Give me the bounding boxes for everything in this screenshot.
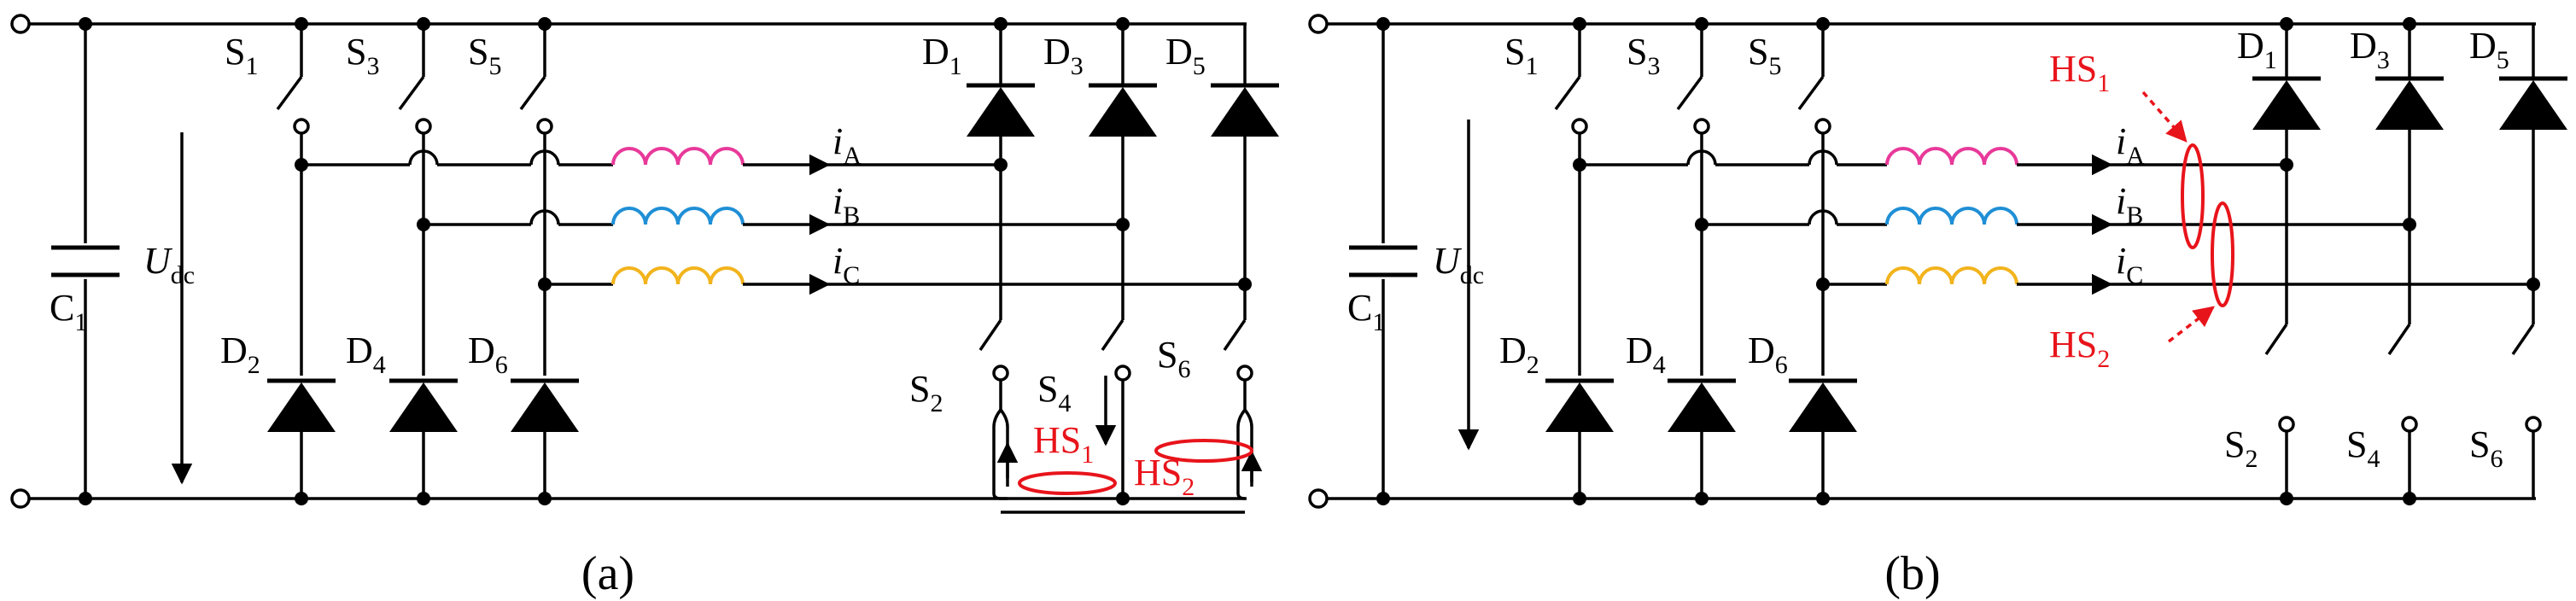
label-ib: iB [2116,180,2143,230]
switch-s6 [2511,324,2542,499]
phase-c-line [545,266,1245,295]
junction-dots [79,17,1252,505]
label-s3: S3 [1627,31,1660,80]
switch-leg-s5 [1797,24,1831,376]
label-d6: D6 [1748,330,1788,379]
diode-d4 [389,378,458,499]
switch-leg-s1 [1554,24,1588,376]
label-ia: iA [832,120,862,170]
label-udc: Udc [1433,240,1484,289]
diode-d3 [1089,24,1157,320]
label-s3: S3 [346,31,379,80]
hs2-pointer [2167,306,2215,343]
junction-dots [1376,17,2540,505]
switch-s4 [1101,319,1131,499]
label-s2: S2 [2224,423,2258,473]
switch-leg-s5 [519,24,553,376]
label-s1: S1 [1504,31,1538,80]
label-d5: D5 [1165,31,1206,80]
switch-leg-s3 [398,24,432,376]
diode-d5 [1211,24,1279,320]
hall-sensor-hs2 [1154,439,1253,463]
label-s1: S1 [225,31,258,80]
phase-b-line [423,207,1123,236]
terminal-top [1308,14,1329,34]
switch-s2 [978,319,1019,500]
diode-d1 [967,24,1035,320]
caption-a: (a) [581,547,634,600]
label-d3: D3 [2350,25,2390,74]
label-d2: D2 [1499,330,1539,379]
winding-b [1885,207,2018,225]
capacitor-c1 [1349,24,1417,499]
diode-d2 [1545,378,1614,499]
label-d2: D2 [220,330,260,379]
label-s5: S5 [1748,31,1781,80]
label-udc: Udc [143,240,195,289]
panel-a: S1 S3 S5 S2 S4 S6 D1 D3 D5 D2 D4 D6 iA i… [10,14,1279,600]
label-ia: iA [2116,120,2145,170]
terminal-top [10,14,31,34]
switch-s6 [1223,319,1263,500]
label-hs1: HS1 [1033,419,1094,469]
diode-d5 [2499,24,2567,324]
diode-d1 [2252,24,2321,324]
label-d3: D3 [1043,31,1084,80]
hall-sensor-hs1 [1018,471,1117,495]
phase-c-line [1823,266,2533,295]
phase-a-line [1580,147,2287,176]
caption-b: (b) [1884,547,1940,600]
hall-sensor-hs1 [2181,143,2205,249]
winding-b [611,207,745,225]
diode-d3 [2375,24,2444,324]
label-hs2: HS2 [1134,452,1195,501]
winding-a [1885,147,2018,166]
hs1-pointer [2141,90,2188,143]
terminal-bottom [1308,488,1329,509]
label-ib: iB [832,180,860,230]
label-s6: S6 [1157,334,1190,383]
switch-leg-s1 [276,24,310,376]
terminal-bottom [10,488,31,509]
switch-s4 [2387,324,2418,499]
winding-a [611,147,745,166]
label-d6: D6 [468,330,508,379]
winding-c [1885,266,2018,285]
winding-c [611,266,745,285]
label-s4: S4 [1037,368,1071,417]
label-s2: S2 [909,368,943,417]
panel-b: S1 S3 S5 S2 S4 S6 D1 D3 D5 D2 D4 D6 iA i… [1308,14,2567,600]
label-ic: iC [2116,240,2143,289]
label-s6: S6 [2469,423,2503,473]
diode-d2 [267,378,336,499]
diode-d4 [1668,378,1736,499]
switch-s2 [2264,324,2295,499]
label-d4: D4 [1626,330,1666,379]
label-hs1: HS1 [2049,48,2110,97]
hall-sensor-hs2 [2211,201,2234,307]
label-d1: D1 [922,31,962,80]
label-d1: D1 [2237,25,2277,74]
label-d5: D5 [2469,25,2509,74]
phase-b-line [1702,207,2410,236]
label-ic: iC [832,240,860,289]
label-c1: C1 [1347,287,1385,336]
switch-leg-s3 [1676,24,1710,376]
label-s4: S4 [2346,423,2380,473]
label-hs2: HS2 [2049,324,2110,373]
label-s5: S5 [468,31,501,80]
diode-d6 [511,378,579,499]
label-d4: D4 [346,330,386,379]
phase-a-line [301,147,1001,176]
diode-d6 [1789,378,1857,499]
capacitor-c1 [51,24,120,499]
label-c1: C1 [50,287,87,336]
